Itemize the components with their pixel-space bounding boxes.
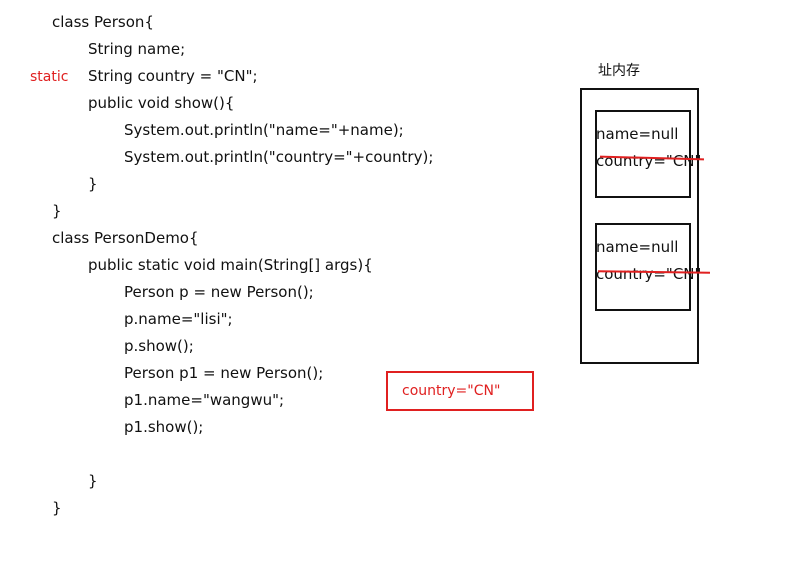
code-line: p1.name="wangwu";	[124, 391, 285, 409]
static-area-box: country="CN"	[386, 371, 534, 411]
code-line: String country = "CN";	[88, 67, 258, 85]
code-line: Person p = new Person();	[124, 283, 314, 301]
object-p1-country-field: country="CN"	[596, 265, 702, 283]
static-area-text: country="CN"	[402, 383, 501, 399]
object-p-name-field: name=null	[596, 125, 679, 143]
code-line: public void show(){	[88, 94, 235, 112]
code-line: p.show();	[124, 337, 194, 355]
code-line: p1.show();	[124, 418, 204, 436]
code-line: }	[88, 175, 98, 193]
object-box-p	[595, 110, 691, 198]
code-line: }	[52, 499, 62, 517]
heap-memory-box	[580, 88, 699, 364]
code-line: }	[88, 472, 98, 490]
code-line: p.name="lisi";	[124, 310, 233, 328]
object-p-country-field: country="CN"	[596, 152, 702, 170]
code-line: class PersonDemo{	[52, 229, 199, 247]
code-line: }	[52, 202, 62, 220]
heap-title: 址内存	[598, 63, 640, 79]
static-annotation: static	[30, 69, 69, 85]
code-line: System.out.println("country="+country);	[124, 148, 434, 166]
code-line: System.out.println("name="+name);	[124, 121, 404, 139]
code-line: public static void main(String[] args){	[88, 256, 373, 274]
object-p1-name-field: name=null	[596, 238, 679, 256]
code-line: Person p1 = new Person();	[124, 364, 324, 382]
code-line: class Person{	[52, 13, 154, 31]
code-line: String name;	[88, 40, 186, 58]
object-box-p1	[595, 223, 691, 311]
